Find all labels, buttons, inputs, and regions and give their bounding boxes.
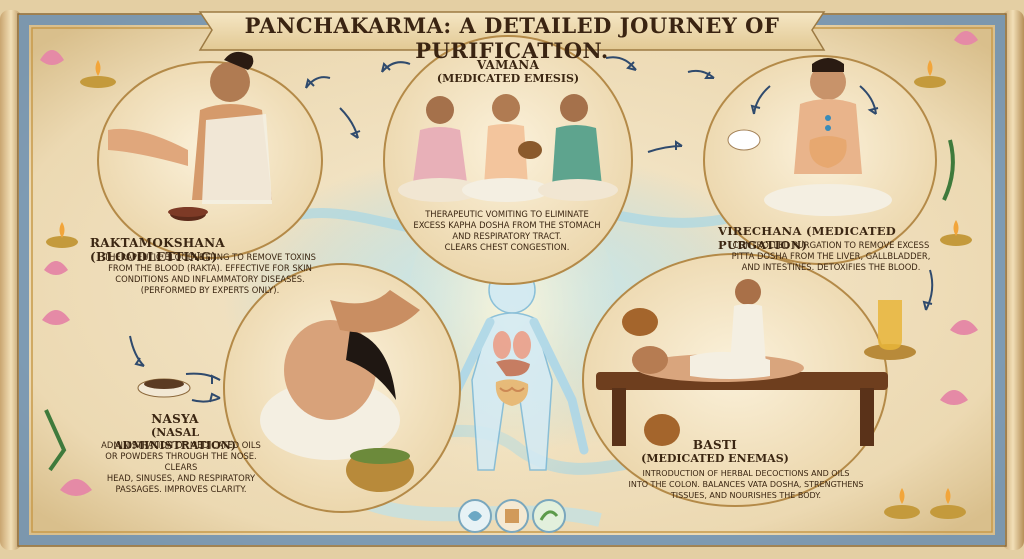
- nasya-illustration: [260, 290, 420, 492]
- basti-title: BASTI: [692, 438, 738, 452]
- lotus-decoration-right: [940, 31, 978, 405]
- herb-bowl-icon: [137, 378, 191, 398]
- lotus-decoration-left: [40, 50, 92, 496]
- basti-subtitle: (MEDICATED ENEMAS): [641, 452, 789, 465]
- basti-description: INTRODUCTION OF HERBAL DECOCTIONS AND OI…: [628, 469, 864, 500]
- title-banner: [198, 11, 826, 51]
- flow-arrows: [129, 56, 934, 403]
- basti-illustration: [596, 279, 916, 446]
- right-scroll-roll: [1002, 10, 1024, 550]
- raktamokshana-description: THERAPEUTIC BLOODLETTING TO REMOVE TOXIN…: [104, 252, 316, 295]
- virechana-title: VIRECHANA (MEDICATED PURGATION): [718, 224, 897, 252]
- vamana-subtitle: (MEDICATED EMESIS): [436, 72, 580, 85]
- vamana-title: VAMANA: [476, 58, 540, 72]
- vamana-illustration: [398, 94, 618, 202]
- left-scroll-roll: [0, 10, 22, 550]
- virechana-illustration: [727, 58, 892, 216]
- page-title: PANCHAKARMA: A DETAILED JOURNEY OF PURIF…: [244, 13, 780, 63]
- nasya-title: NASYA: [151, 412, 199, 426]
- oil-lamp-icons: [46, 60, 972, 519]
- raktamokshana-illustration: [108, 51, 272, 221]
- bottom-medallion-icons: [458, 499, 566, 533]
- raktamokshana-title: RAKTAMOKSHANA (BLOODLETTING): [90, 236, 225, 264]
- nasya-subtitle: (NASAL ADMINISTRATION): [114, 426, 236, 452]
